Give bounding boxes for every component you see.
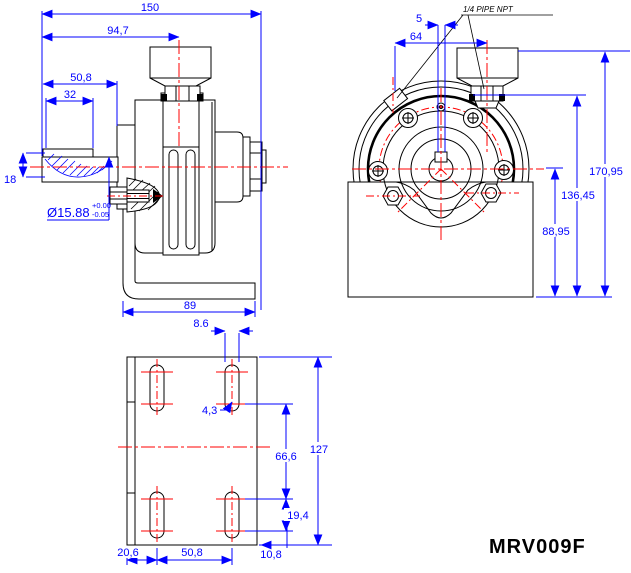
svg-text:50,8: 50,8 [70, 72, 91, 84]
leader-to-plug [396, 14, 464, 99]
svg-text:19,4: 19,4 [287, 510, 308, 522]
front-view: 1/4 PIPE NPT [347, 5, 553, 298]
svg-text:10,8: 10,8 [260, 549, 281, 561]
dim-keyway-length: 32 [45, 89, 94, 148]
svg-text:Ø15.88: Ø15.88 [47, 205, 90, 220]
bottom-view [118, 356, 272, 546]
fin-slot [168, 149, 179, 250]
mounting-bracket-side [122, 208, 256, 300]
dim-slot-vertical-span: 66,6 [271, 403, 301, 500]
svg-text:50,8: 50,8 [181, 547, 202, 559]
svg-text:127: 127 [310, 444, 328, 456]
dim-slot-spacing-horizontal: 50,8 [156, 547, 233, 565]
svg-text:5: 5 [416, 13, 422, 25]
cover-bolt [494, 160, 514, 180]
tolerance-upper: +0.00 [92, 201, 111, 210]
dim-width-to-handwheel: 94,7 [41, 25, 180, 42]
part-number: MRV009F [489, 536, 586, 558]
dim-plate-height: 127 [304, 356, 334, 546]
npt-plug [383, 87, 409, 112]
handwheel-side [149, 46, 212, 102]
dimensions: 150 94,7 50,8 32 18 [4, 2, 630, 565]
dim-slot-to-edge-vertical: 19,4 [281, 498, 312, 532]
svg-text:89: 89 [184, 300, 196, 312]
svg-text:18: 18 [4, 174, 16, 186]
side-view [30, 40, 288, 300]
dim-height-to-center: 88,95 [536, 167, 576, 297]
dim-shaft-section-height: 18 [4, 152, 45, 186]
front-centerlines [352, 40, 544, 243]
svg-text:170,95: 170,95 [589, 166, 623, 178]
cover-bolt [368, 161, 388, 181]
dim-slot-radius: 4,3 [202, 401, 233, 417]
svg-text:94,7: 94,7 [107, 25, 128, 37]
svg-text:4,3: 4,3 [202, 405, 217, 417]
fin-slot [185, 149, 196, 250]
leader-to-handwheel [467, 14, 485, 90]
dim-slot-width: 8.6 [193, 318, 253, 362]
dim-bracket-depth: 89 [122, 300, 256, 317]
hex-bolt [480, 183, 502, 203]
shaft-keyway [42, 148, 94, 158]
dim-shaft-length: 50,8 [42, 72, 118, 126]
dim-edge-to-slot-left: 20,6 [114, 546, 233, 565]
dim-shaft-diameter: Ø15.88 +0.00 -0.05 [47, 156, 114, 221]
fin-band [162, 94, 200, 256]
cover-bolt [463, 108, 483, 128]
bracket-bolts [366, 183, 519, 206]
svg-text:20,6: 20,6 [117, 547, 138, 559]
dim-height-to-vent: 136,45 [473, 94, 600, 297]
dim-overall-height: 170,95 [518, 50, 630, 298]
svg-text:32: 32 [64, 89, 76, 101]
port-note-label: 1/4 PIPE NPT [463, 5, 514, 14]
svg-text:66,6: 66,6 [275, 451, 296, 463]
tolerance-lower: -0.05 [92, 210, 109, 219]
svg-text:64: 64 [410, 31, 422, 43]
svg-text:150: 150 [141, 2, 159, 14]
svg-text:136,45: 136,45 [561, 190, 595, 202]
dim-plate-edge-offset: 10,8 [260, 521, 288, 561]
input-shaft [41, 148, 119, 183]
cover-bolts [368, 108, 514, 181]
svg-text:8.6: 8.6 [193, 318, 208, 330]
cover-bolt [398, 108, 418, 128]
dim-plug-to-handwheel: 64 [394, 31, 488, 91]
svg-text:88,95: 88,95 [542, 226, 570, 238]
